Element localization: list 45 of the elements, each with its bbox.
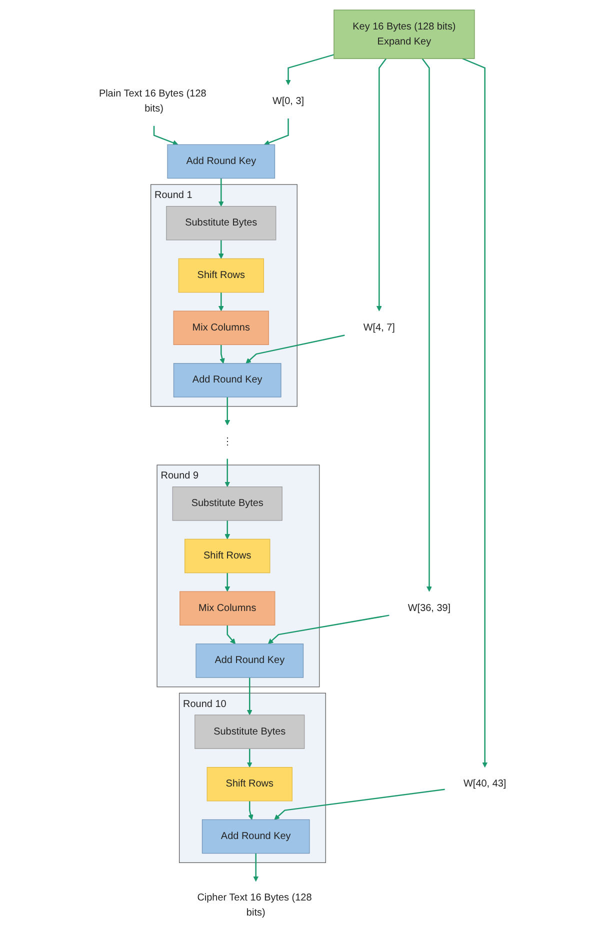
arrow bbox=[220, 344, 225, 364]
node-text: Cipher Text 16 Bytes (128 bits) bbox=[197, 892, 312, 918]
node-box bbox=[166, 206, 276, 240]
node-text: Plain Text 16 Bytes (128 bits) bbox=[98, 88, 206, 114]
arrow bbox=[274, 788, 445, 820]
node-text: W[40, 43] bbox=[464, 778, 506, 789]
arrow bbox=[253, 852, 259, 882]
arrow bbox=[224, 572, 230, 592]
node-text: W[4, 7] bbox=[363, 322, 395, 332]
node-text: W[36, 39] bbox=[408, 602, 451, 613]
arrow bbox=[224, 396, 230, 425]
node-box bbox=[202, 818, 310, 854]
arrow bbox=[462, 58, 488, 768]
arrow bbox=[286, 54, 334, 85]
arrow bbox=[264, 118, 289, 145]
arrow bbox=[376, 58, 387, 311]
node-box bbox=[180, 590, 276, 626]
arrow bbox=[218, 178, 224, 206]
arrow bbox=[153, 125, 178, 145]
cluster bbox=[150, 184, 298, 406]
arrow bbox=[422, 58, 432, 592]
node-box bbox=[167, 144, 276, 178]
node-box bbox=[173, 310, 269, 345]
node-box bbox=[173, 362, 282, 397]
node-box bbox=[334, 9, 475, 58]
node-box bbox=[206, 766, 293, 801]
node-text: W[0, 3] bbox=[272, 96, 304, 106]
arrow bbox=[246, 748, 252, 768]
arrow bbox=[218, 292, 224, 311]
arrow bbox=[224, 458, 230, 487]
arrow bbox=[248, 800, 254, 820]
arrow bbox=[268, 614, 390, 644]
node-box bbox=[196, 643, 304, 678]
cluster bbox=[179, 692, 326, 862]
node-box bbox=[178, 258, 264, 292]
node-box bbox=[194, 714, 305, 748]
arrow bbox=[224, 520, 230, 539]
arrow bbox=[246, 677, 252, 715]
cluster bbox=[156, 464, 320, 687]
node-text: ⋮ bbox=[222, 436, 232, 446]
arrow bbox=[246, 334, 345, 364]
node-box bbox=[184, 538, 270, 573]
node-box bbox=[172, 486, 282, 520]
arrow bbox=[218, 240, 224, 258]
arrow bbox=[226, 624, 236, 644]
